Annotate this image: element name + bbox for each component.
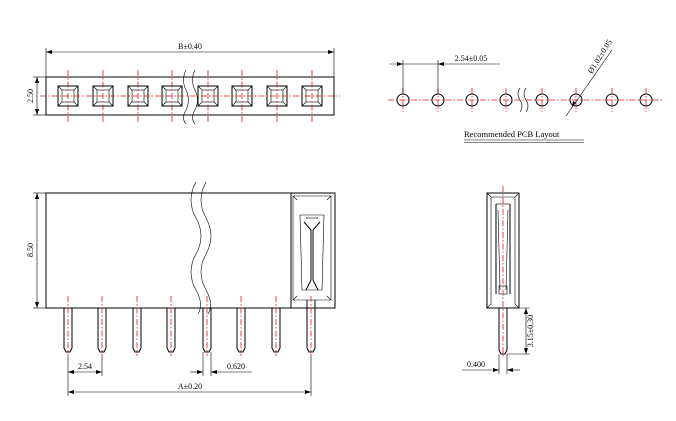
pcb-layout-view: 2.54±0.05 Ø1.02±0.05 Recommended PCB Lay… <box>388 38 662 143</box>
side-view: 3.15±0.30 0.400 <box>462 186 535 374</box>
dim-hole-diameter: Ø1.02±0.05 <box>586 38 614 75</box>
dim-pin-width: 0.620 <box>227 362 245 371</box>
dim-height-side: 8.50 <box>26 243 35 257</box>
dim-height-top: 2.50 <box>26 89 35 103</box>
pcb-layout-caption: Recommended PCB Layout <box>464 129 560 139</box>
front-view-section <box>290 193 332 308</box>
dim-tail-length: 3.15±0.30 <box>526 315 535 347</box>
dim-overall-b: B±0.40 <box>178 42 202 51</box>
front-view-pins <box>63 300 316 353</box>
dim-overall-a: A±0.20 <box>178 382 202 391</box>
dim-pitch-pcb: 2.54±0.05 <box>455 54 487 63</box>
dim-pitch-front: 2.54 <box>78 362 92 371</box>
front-view: 8.50 2.54 0.620 A±0.20 <box>26 181 336 396</box>
top-view: B±0.40 2.50 <box>26 42 340 125</box>
dim-pin-thickness: 0.400 <box>467 360 485 369</box>
